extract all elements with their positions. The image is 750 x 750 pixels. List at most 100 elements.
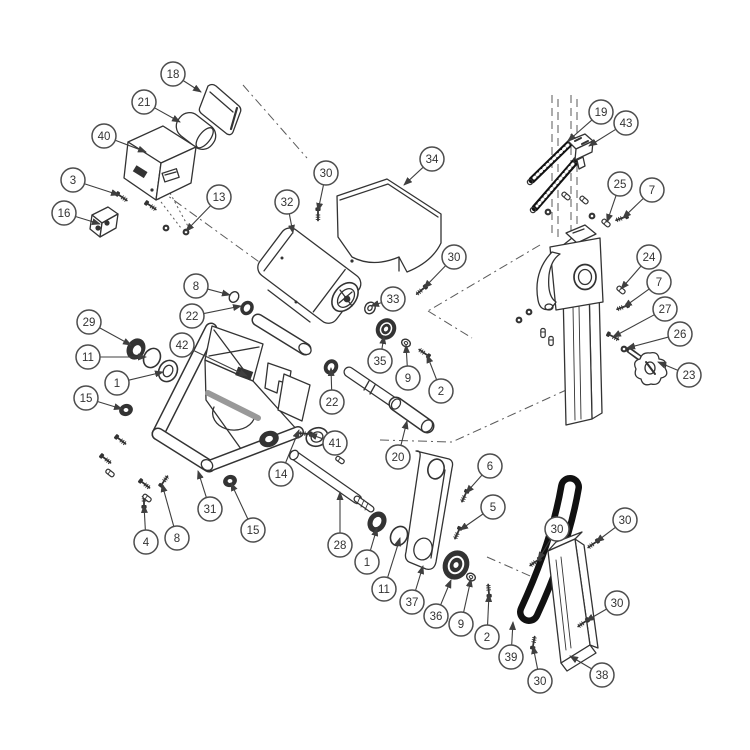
callout-8: 8 — [183, 273, 231, 299]
balloon-number: 9 — [458, 619, 464, 631]
balloon-number: 30 — [619, 515, 632, 527]
balloon-number: 30 — [551, 524, 564, 536]
balloon-circle — [607, 171, 633, 197]
callout-13: 13 — [185, 184, 232, 232]
balloon-circle — [385, 444, 411, 470]
balloon-number: 11 — [82, 352, 94, 364]
balloon-circle — [588, 99, 614, 125]
callout-27: 27 — [612, 296, 678, 338]
balloon-number: 26 — [674, 329, 687, 341]
balloon-circle — [612, 507, 638, 533]
leader-line — [370, 300, 382, 307]
bushing — [240, 300, 254, 316]
leader-line — [569, 655, 592, 670]
balloon-number: 43 — [620, 118, 633, 130]
balloon-circle — [604, 590, 630, 616]
balloon-circle — [104, 370, 130, 396]
leader-line — [154, 107, 181, 123]
callout-30: 30 — [537, 516, 570, 561]
balloon-circle — [667, 321, 693, 347]
small-pulley — [375, 318, 397, 340]
callout-9: 9 — [395, 344, 421, 391]
callout-30: 30 — [595, 507, 638, 543]
balloon-circle — [240, 517, 266, 543]
balloon-circle — [206, 184, 232, 210]
washer — [364, 301, 376, 315]
balloon-circle — [322, 430, 348, 456]
leader-line — [402, 344, 410, 367]
callout-43: 43 — [588, 110, 639, 147]
callout-41: 41 — [308, 430, 348, 456]
leader-line — [203, 304, 242, 315]
balloon-circle — [448, 611, 474, 637]
bushing — [119, 403, 133, 417]
balloon-circle — [544, 516, 570, 542]
callout-11: 11 — [75, 344, 147, 370]
balloon-circle — [428, 378, 454, 404]
leader-line — [115, 139, 147, 153]
balloon-circle — [367, 348, 393, 374]
balloon-number: 37 — [406, 597, 419, 609]
leader-line — [197, 470, 207, 498]
balloon-number: 30 — [448, 252, 461, 264]
callout-15: 15 — [73, 385, 123, 411]
balloon-circle — [160, 61, 186, 87]
leader-line — [185, 205, 212, 232]
callout-32: 32 — [274, 189, 300, 234]
callout-15: 15 — [230, 482, 266, 543]
drive-shaft — [343, 366, 435, 434]
leader-line — [459, 513, 484, 531]
balloon-number: 34 — [426, 154, 439, 166]
leader-line — [485, 593, 493, 626]
balloon-number: 6 — [487, 461, 493, 473]
balloon-circle — [319, 389, 345, 415]
balloon-circle — [91, 123, 117, 149]
washer — [228, 291, 240, 303]
balloon-circle — [133, 529, 159, 555]
balloon-circle — [423, 603, 449, 629]
balloon-number: 11 — [378, 584, 390, 596]
balloon-number: 1 — [114, 378, 120, 390]
balloon-number: 27 — [659, 304, 672, 316]
leader-line — [128, 370, 164, 381]
balloon-circle — [527, 668, 553, 694]
balloon-number: 22 — [326, 397, 339, 409]
balloon-circle — [76, 309, 102, 335]
callout-40: 40 — [91, 123, 147, 153]
balloon-number: 2 — [484, 632, 490, 644]
callout-29: 29 — [76, 309, 132, 346]
callout-30: 30 — [585, 590, 630, 622]
callout-35: 35 — [367, 335, 393, 374]
belt-cover — [336, 178, 442, 273]
balloon-number: 16 — [58, 208, 71, 220]
balloon-circle — [164, 525, 190, 551]
leader-line — [622, 197, 644, 219]
leader-line — [182, 80, 202, 93]
leader-line — [657, 361, 679, 371]
pin — [334, 454, 346, 466]
callout-1: 1 — [354, 527, 380, 575]
balloon-number: 7 — [656, 277, 662, 289]
balloon-number: 8 — [174, 533, 180, 545]
balloon-circle — [636, 244, 662, 270]
belt-guard — [547, 531, 599, 672]
balloon-number: 30 — [534, 676, 547, 688]
leader-line — [400, 420, 409, 446]
callout-8: 8 — [160, 483, 190, 551]
idler-plate — [404, 450, 454, 570]
balloon-number: 36 — [430, 611, 443, 623]
balloon-number: 28 — [334, 540, 347, 552]
switch-box — [123, 125, 197, 201]
leader-line — [75, 215, 101, 226]
callout-38: 38 — [569, 655, 615, 688]
balloon-circle — [395, 365, 421, 391]
balloon-number: 29 — [83, 317, 96, 329]
callout-36: 36 — [423, 579, 452, 629]
leader-line — [403, 166, 424, 186]
balloon-number: 19 — [595, 107, 608, 119]
leader-line — [585, 608, 607, 622]
callout-22: 22 — [179, 303, 242, 329]
balloon-number: 15 — [80, 393, 93, 405]
callout-30: 30 — [423, 244, 467, 289]
